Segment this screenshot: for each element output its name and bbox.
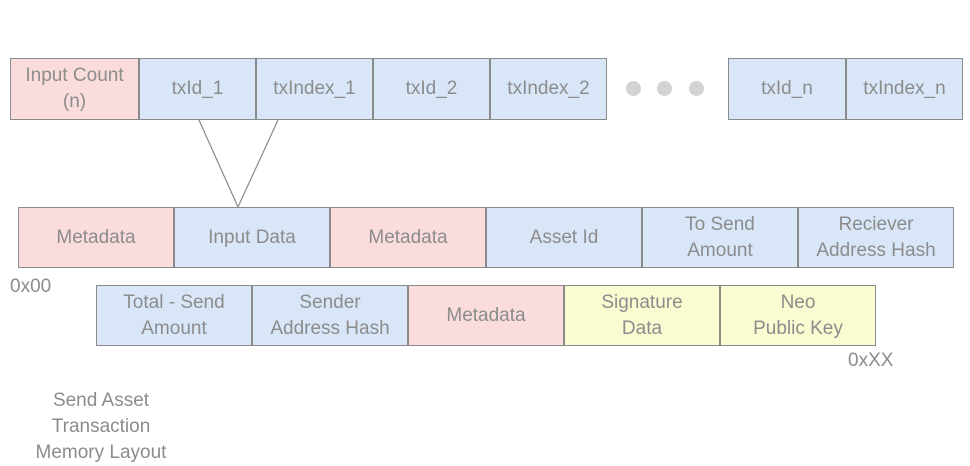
sender-address-hash-cell: Sender Address Hash — [252, 285, 408, 346]
txid-2-cell: txId_2 — [373, 58, 490, 120]
ellipsis-dot — [689, 81, 704, 96]
neo-public-key-cell: Neo Public Key — [720, 285, 876, 346]
txindex-2-cell: txIndex_2 — [490, 58, 607, 120]
ellipsis-dot — [657, 81, 672, 96]
receiver-address-hash-cell: Reciever Address Hash — [798, 207, 954, 268]
input-data-cell: Input Data — [174, 207, 330, 268]
diagram-caption: Send Asset Transaction Memory Layout — [35, 390, 167, 463]
ellipsis-dot — [626, 81, 641, 96]
input-count-cell: Input Count (n) — [10, 58, 139, 120]
asset-id-cell: Asset Id — [486, 207, 642, 268]
end-address-label: 0xXX — [848, 350, 894, 371]
txindex-1-cell: txIndex_1 — [256, 58, 373, 120]
metadata-cell: Metadata — [18, 207, 174, 268]
signature-data-cell: Signature Data — [564, 285, 720, 346]
start-address-label: 0x00 — [10, 276, 52, 297]
txindex-n-cell: txIndex_n — [846, 58, 963, 120]
total-send-amount-cell: Total - Send Amount — [96, 285, 252, 346]
metadata-cell: Metadata — [408, 285, 564, 346]
txid-1-cell: txId_1 — [139, 58, 256, 120]
to-send-amount-cell: To Send Amount — [642, 207, 798, 268]
metadata-cell: Metadata — [330, 207, 486, 268]
txid-n-cell: txId_n — [728, 58, 846, 120]
